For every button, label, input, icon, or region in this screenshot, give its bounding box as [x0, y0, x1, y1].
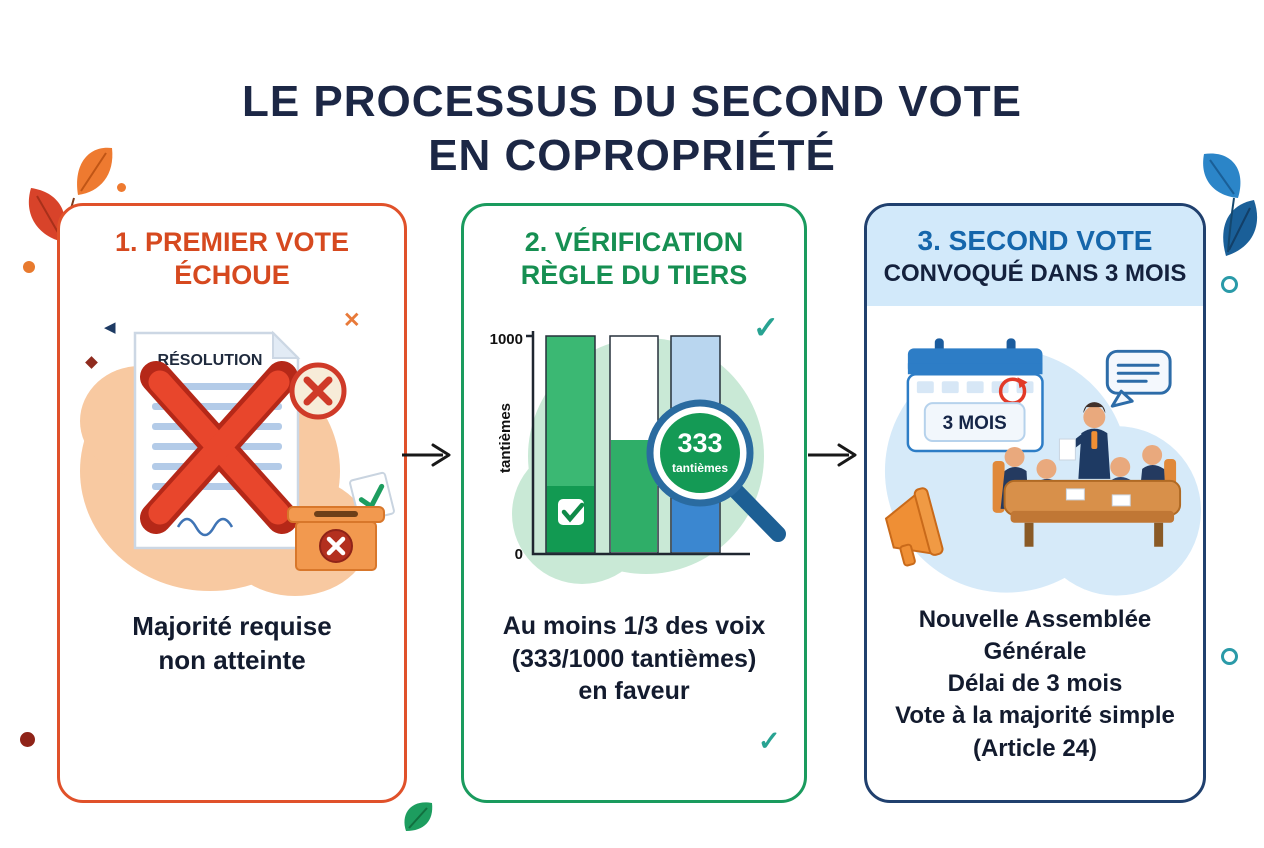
- document-title: RÉSOLUTION: [158, 350, 263, 369]
- rejected-badge-icon: [289, 362, 347, 420]
- step-2-heading: 2. VÉRIFICATION RÈGLE DU TIERS: [464, 226, 804, 293]
- meeting-table: [1003, 479, 1182, 516]
- flow-arrow: [808, 443, 857, 467]
- presenter-person: [1058, 402, 1111, 479]
- checkbox-icon: [558, 499, 584, 525]
- flow-arrow: [402, 443, 451, 467]
- dark-red-dot-decoration: [20, 732, 35, 747]
- step-1-heading-line-2: ÉCHOUE: [174, 260, 290, 291]
- meeting-scene: [992, 402, 1182, 547]
- page-title-line-2: EN COPROPRIÉTÉ: [428, 131, 836, 181]
- step-3-caption: Nouvelle Assemblée Générale Délai de 3 m…: [873, 604, 1197, 765]
- step-3-heading-line-1: 3. SECOND VOTE: [917, 225, 1153, 256]
- check-decoration: ✓: [758, 726, 781, 756]
- page-title-line-1: LE PROCESSUS DU SECOND VOTE: [241, 77, 1022, 127]
- y-axis-label: tantièmes: [497, 403, 514, 473]
- speech-bubble-icon: [1105, 349, 1172, 408]
- orange-dot-decoration: [23, 261, 35, 273]
- step-2-caption-line-3: en faveur: [578, 677, 690, 705]
- megaphone-icon: [884, 487, 944, 567]
- step-2-caption-line-1: Au moins 1/3 des voix: [502, 612, 766, 640]
- assembly-meeting-illustration: 3 MOIS: [884, 338, 1202, 596]
- step-3-heading-line-2: CONVOQUÉ DANS 3 MOIS: [883, 259, 1187, 287]
- paper: [1065, 488, 1085, 501]
- check-decoration: ✓: [753, 310, 779, 345]
- teal-ring-decoration: [1221, 276, 1238, 293]
- magnifier-unit: tantièmes: [672, 461, 728, 475]
- step-3-caption-line-4: Vote à la majorité simple: [895, 702, 1175, 730]
- rejected-cross: [140, 361, 298, 534]
- step-1-heading: 1. PREMIER VOTE ÉCHOUE: [60, 226, 404, 293]
- ytick-min: 0: [515, 546, 523, 563]
- step-3-caption-line-1: Nouvelle Assemblée: [918, 606, 1152, 633]
- step-3-caption-line-3: Délai de 3 mois: [947, 670, 1123, 698]
- magnifier-value: 333: [677, 428, 722, 458]
- top-right-leaves-decoration: [1203, 153, 1258, 256]
- teal-ring-decoration: [1221, 648, 1238, 665]
- step-1-caption: Majorité requise non atteinte: [66, 610, 398, 678]
- step-2-card: 2. VÉRIFICATION RÈGLE DU TIERS ✓ ✓ 1000 …: [461, 203, 807, 803]
- paper: [1058, 438, 1076, 461]
- page-title: LE PROCESSUS DU SECOND VOTE EN COPROPRIÉ…: [0, 75, 1264, 182]
- step-2-heading-line-2: RÈGLE DU TIERS: [520, 260, 748, 291]
- tantiemes-bar-chart: 1000 0 tantièmes: [490, 331, 786, 584]
- step-2-caption: Au moins 1/3 des voix (333/1000 tantième…: [470, 610, 798, 708]
- step-1-heading-line-1: 1. PREMIER VOTE: [114, 227, 350, 257]
- step-3-caption-line-2: Générale: [983, 638, 1087, 666]
- ytick-max: 1000: [490, 331, 523, 348]
- failed-vote-illustration: RÉSOLUTION: [80, 330, 395, 596]
- paper: [1111, 494, 1131, 507]
- tie: [1091, 431, 1098, 450]
- step-2-heading-line-1: 2. VÉRIFICATION: [524, 227, 744, 257]
- bottom-green-leaf-decoration: [404, 802, 433, 831]
- calendar-label: 3 MOIS: [943, 413, 1007, 434]
- chart-axes: 1000 0 tantièmes: [490, 331, 750, 563]
- magnifier-icon: 333 tantièmes: [646, 399, 786, 542]
- orange-cross-decoration: ✕: [343, 309, 361, 332]
- step-3-caption-line-5: (Article 24): [972, 734, 1098, 762]
- bar-1: [545, 335, 596, 554]
- signature-squiggle: [176, 517, 234, 537]
- step-1-caption-line-2: non atteinte: [158, 644, 306, 675]
- step-2-caption-line-2: (333/1000 tantièmes): [511, 644, 757, 673]
- calendar-icon: 3 MOIS: [906, 338, 1044, 453]
- step-3-header-band: 3. SECOND VOTE CONVOQUÉ DANS 3 MOIS: [867, 206, 1203, 306]
- blue-triangle-decoration: ◀: [104, 319, 116, 336]
- step-1-card: 1. PREMIER VOTE ÉCHOUE ◀ ✕ RÉSOLUTION: [57, 203, 407, 803]
- step-1-caption-line-1: Majorité requise: [132, 611, 332, 641]
- step-3-card: 3. SECOND VOTE CONVOQUÉ DANS 3 MOIS: [864, 203, 1206, 803]
- ballot-box: [287, 506, 385, 571]
- orange-dot-decoration: [117, 183, 126, 192]
